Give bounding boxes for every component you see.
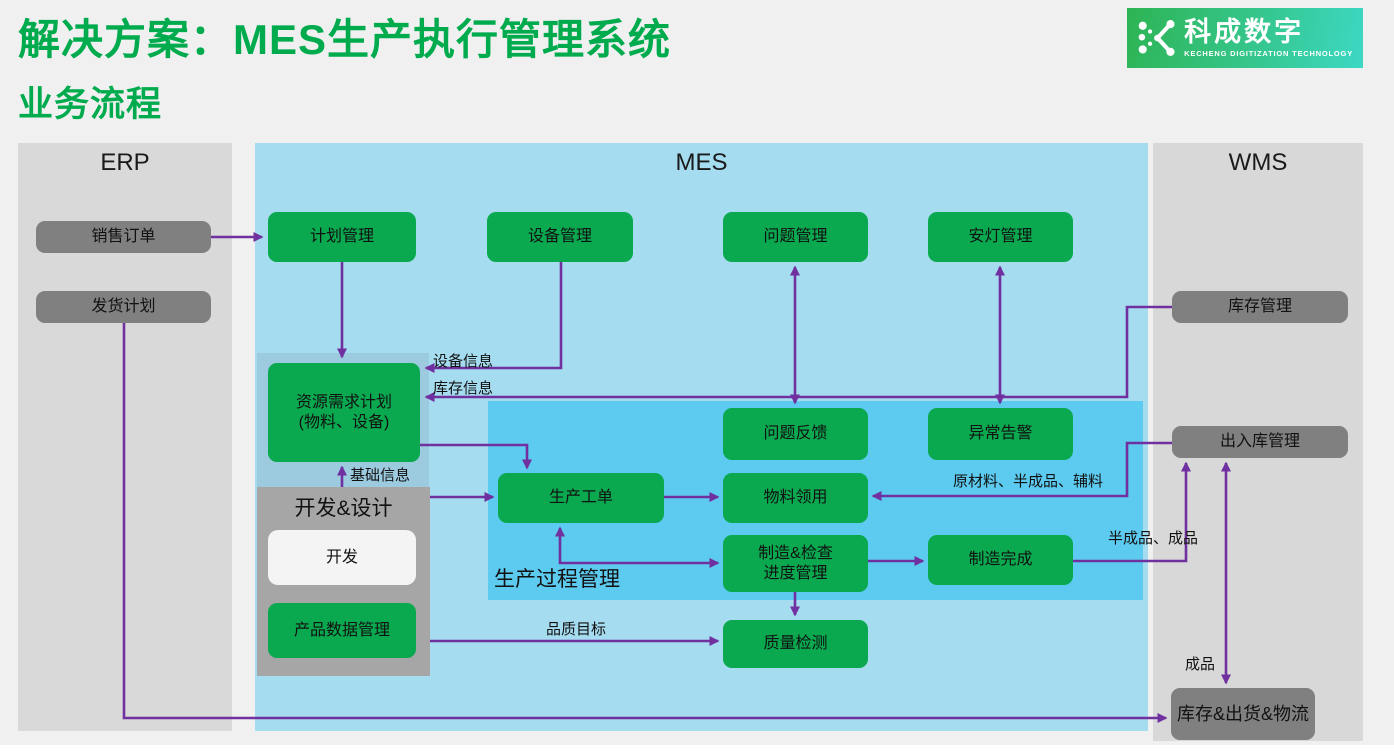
logo-tagline: KECHENG DIGITIZATION TECHNOLOGY xyxy=(1184,49,1353,59)
box-resource-plan-line2: (物料、设备) xyxy=(298,413,390,431)
edge-label-quality-target: 品质目标 xyxy=(546,621,607,638)
box-shipping-plan: 发货计划 xyxy=(36,291,211,323)
logo-text: 科成数字 KECHENG DIGITIZATION TECHNOLOGY xyxy=(1184,16,1353,59)
box-development: 开发 xyxy=(268,530,416,585)
box-mfg-inspection: 制造&检查 进度管理 xyxy=(723,535,868,592)
company-logo: 科成数字 KECHENG DIGITIZATION TECHNOLOGY xyxy=(1127,8,1363,68)
box-problem-feedback: 问题反馈 xyxy=(723,408,868,460)
box-product-data-mgmt: 产品数据管理 xyxy=(268,603,416,658)
box-mfg-inspection-line2: 进度管理 xyxy=(763,564,828,582)
bottom-strip xyxy=(0,745,1394,751)
panel-production-process-title: 生产过程管理 xyxy=(494,568,620,591)
box-abnormal-alarm: 异常告警 xyxy=(928,408,1073,460)
box-mfg-complete: 制造完成 xyxy=(928,535,1073,585)
box-resource-plan: 资源需求计划 (物料、设备) xyxy=(268,363,420,462)
edge-label-basic-info: 基础信息 xyxy=(350,467,411,484)
box-material-requisition: 物料领用 xyxy=(723,473,868,523)
box-plan-mgmt: 计划管理 xyxy=(268,212,416,262)
box-quality-inspection: 质量检测 xyxy=(723,620,868,668)
page-subtitle: 业务流程 xyxy=(18,85,163,124)
panel-erp-title: ERP xyxy=(100,149,150,176)
panel-mes-title: MES xyxy=(675,149,728,176)
box-inventory-shipping-logistics: 库存&出货&物流 xyxy=(1171,688,1315,740)
box-inventory-mgmt: 库存管理 xyxy=(1172,291,1348,323)
logo-name: 科成数字 xyxy=(1184,16,1305,47)
page-title: 解决方案：MES生产执行管理系统 xyxy=(18,16,672,63)
panel-wms-title: WMS xyxy=(1228,149,1288,176)
box-resource-plan-line1: 资源需求计划 xyxy=(295,393,392,411)
logo-mark-icon xyxy=(1138,20,1175,56)
edge-label-inventory-info: 库存信息 xyxy=(433,380,494,397)
box-mfg-inspection-line1: 制造&检查 xyxy=(758,544,833,562)
box-warehouse-io-mgmt: 出入库管理 xyxy=(1172,426,1348,458)
edge-label-finished-goods: 成品 xyxy=(1185,656,1216,673)
edge-label-raw-materials: 原材料、半成品、辅料 xyxy=(953,473,1104,490)
edge-label-semi-finished: 半成品、成品 xyxy=(1108,530,1199,547)
box-production-order: 生产工单 xyxy=(498,473,664,523)
box-andon-mgmt: 安灯管理 xyxy=(928,212,1073,262)
edge-label-equipment-info: 设备信息 xyxy=(433,353,494,370)
box-equipment-mgmt: 设备管理 xyxy=(487,212,633,262)
box-problem-mgmt: 问题管理 xyxy=(723,212,868,262)
box-sales-order: 销售订单 xyxy=(36,221,211,253)
panel-dev-design-title: 开发&设计 xyxy=(294,497,393,520)
